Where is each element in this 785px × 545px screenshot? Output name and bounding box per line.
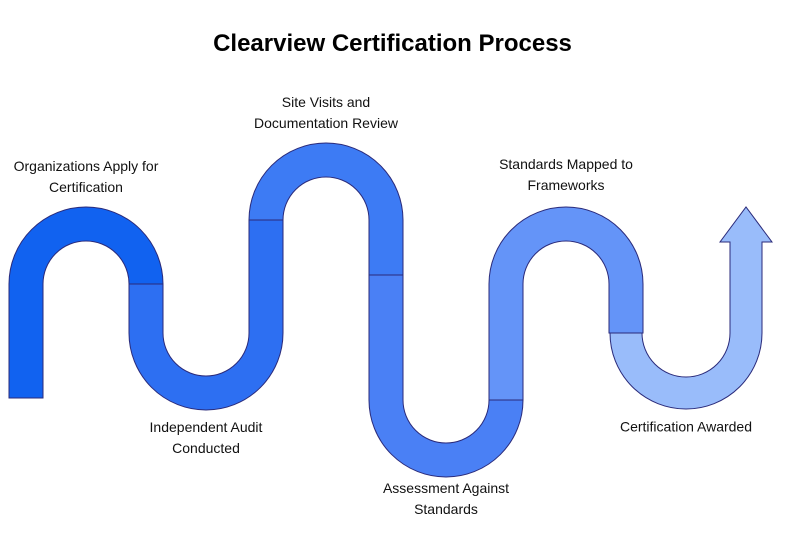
step-label-1: Organizations Apply for Certification [13,158,159,195]
step-label-5: Standards Mapped to Frameworks [499,156,633,193]
step-label-3: Site Visits and Documentation Review [254,94,398,131]
step-label-6: Certification Awarded [619,418,753,435]
step-label-2: Independent Audit Conducted [149,419,263,456]
ribbon-segment-1 [8,206,164,399]
ribbon-segment-3 [248,142,404,276]
ribbon-segment-6-arrow [609,206,773,410]
ribbon-segment-4 [368,274,524,478]
ribbon-segment-5 [488,206,644,401]
diagram-title: Clearview Certification Process [213,30,572,57]
step-label-4: Assessment Against Standards [382,480,510,517]
ribbon-segment-2 [128,219,284,411]
